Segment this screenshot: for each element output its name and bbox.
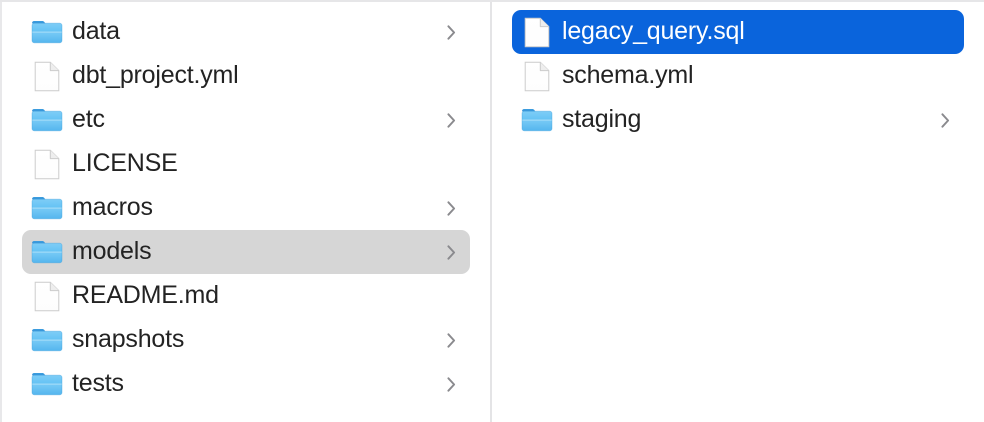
item-label: data [72,18,120,45]
item-label: etc [72,106,105,133]
file-icon [30,149,64,179]
file-row[interactable]: LICENSE [22,142,470,186]
folder-row[interactable]: snapshots [22,318,470,362]
folder-row[interactable]: models [22,230,470,274]
file-row[interactable]: dbt_project.yml [22,54,470,98]
item-label: staging [562,106,642,133]
file-icon [30,61,64,91]
folder-icon [30,369,64,399]
file-row[interactable]: legacy_query.sql [512,10,964,54]
file-icon [30,281,64,311]
item-label: snapshots [72,326,185,353]
file-row[interactable]: README.md [22,274,470,318]
folder-icon [30,325,64,355]
folder-row[interactable]: etc [22,98,470,142]
item-label: LICENSE [72,150,178,177]
item-label: tests [72,370,124,397]
item-label: models [72,238,152,265]
folder-icon [30,105,64,135]
file-icon [520,17,554,47]
folder-row[interactable]: tests [22,362,470,406]
folder-icon [30,237,64,267]
chevron-right-icon[interactable] [444,21,458,43]
chevron-right-icon[interactable] [444,329,458,351]
models-directory-column: legacy_query.sql schema.yml staging [492,2,984,422]
file-icon [520,61,554,91]
chevron-right-icon[interactable] [938,109,952,131]
chevron-right-icon[interactable] [444,241,458,263]
chevron-right-icon[interactable] [444,373,458,395]
item-label: macros [72,194,153,221]
file-row[interactable]: schema.yml [512,54,964,98]
folder-row[interactable]: macros [22,186,470,230]
folder-icon [520,105,554,135]
chevron-right-icon[interactable] [444,109,458,131]
item-label: schema.yml [562,62,694,89]
chevron-right-icon[interactable] [444,197,458,219]
item-label: README.md [72,282,219,309]
item-label: legacy_query.sql [562,18,745,45]
folder-row[interactable]: data [22,10,470,54]
folder-icon [30,193,64,223]
folder-icon [30,17,64,47]
item-label: dbt_project.yml [72,62,239,89]
folder-row[interactable]: staging [512,98,964,142]
